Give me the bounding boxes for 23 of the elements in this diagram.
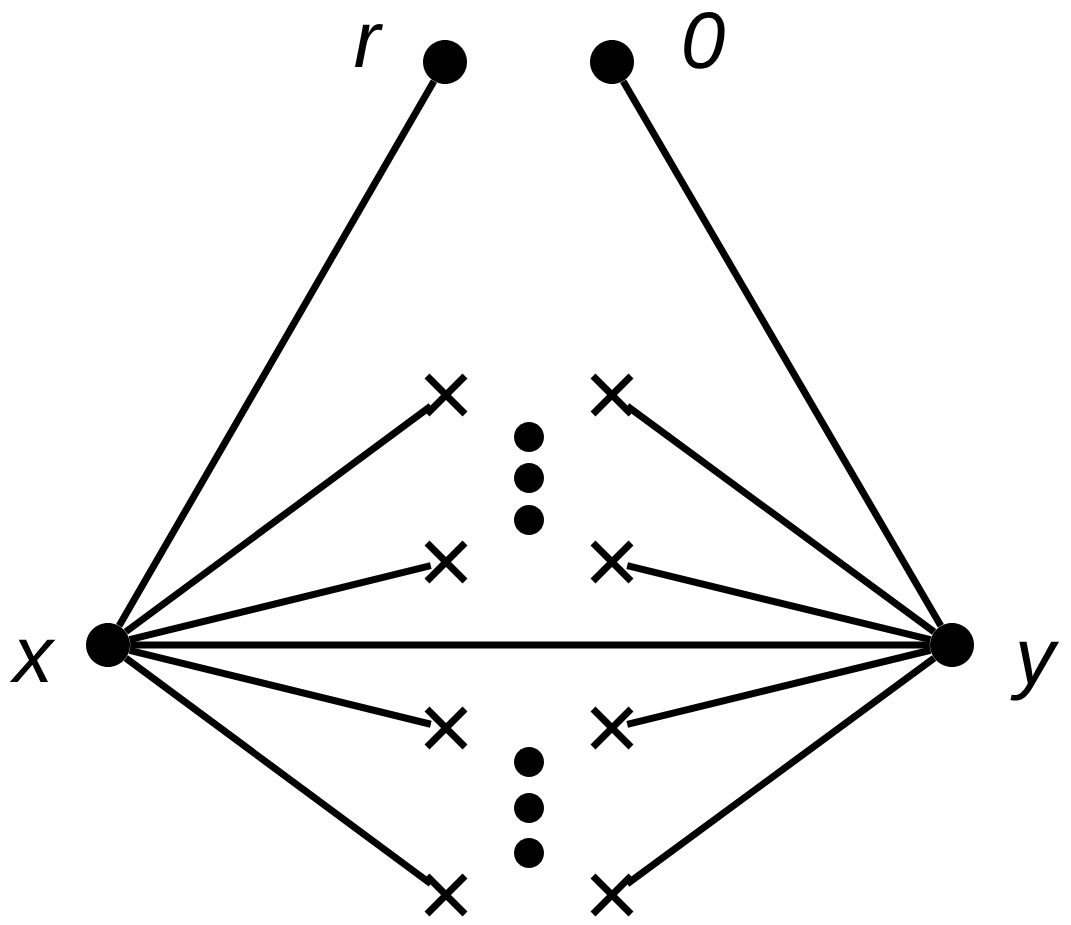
cross-mark [589,705,635,751]
vertex-label: y [1010,641,1060,701]
connector-line [620,79,944,628]
vertex-label: 0 [684,12,725,69]
cross-mark [589,372,635,418]
connector-line [116,79,437,628]
connector-line [123,403,433,635]
cross-mark [423,705,469,751]
cross-mark [423,372,469,418]
connector-line [625,655,937,887]
cross-mark [423,872,469,918]
vertex-label: x [9,639,56,682]
connector-line [626,646,932,728]
connector-line [128,646,432,728]
cross-mark [589,539,635,585]
connector-line [123,655,433,887]
connector-line [625,403,937,635]
cross-mark [589,872,635,918]
connector-line [128,562,432,644]
cross-mark [423,539,469,585]
connector-line [130,641,930,649]
connector-line [626,562,932,644]
vertex-label: r [355,23,384,67]
